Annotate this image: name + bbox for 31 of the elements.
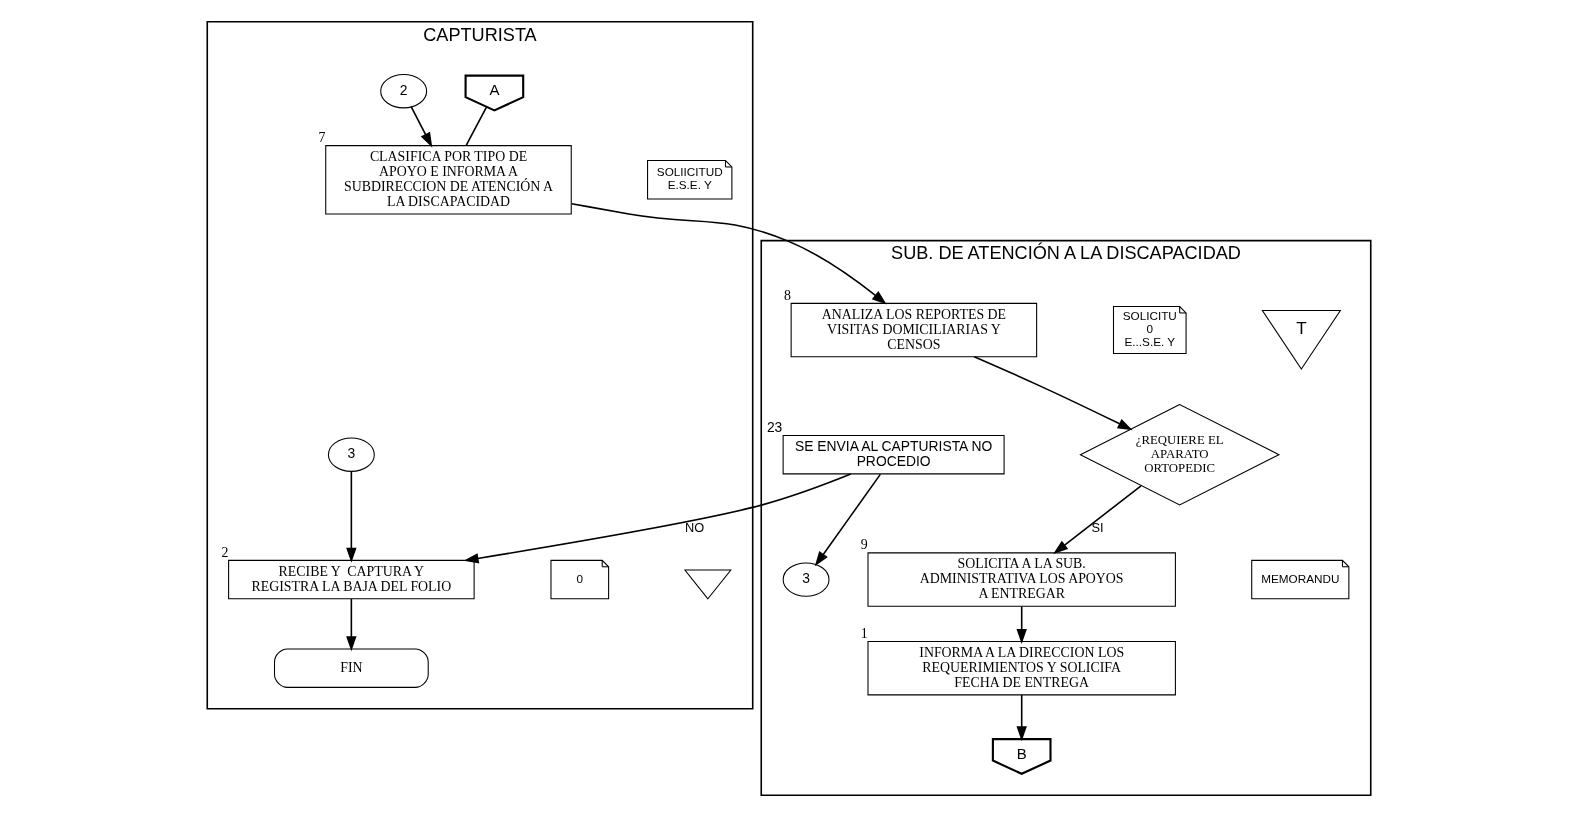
node-box: RECIBE Y CAPTURA Y REGISTRA LA BAJA DEL FOLIO — [228, 559, 475, 599]
arrow — [973, 355, 1133, 430]
arrow — [570, 202, 887, 305]
arrow — [1053, 484, 1142, 554]
node-ellipse: 2 — [380, 73, 428, 108]
node-label: 1 — [860, 625, 868, 641]
node-label: 2 — [221, 544, 229, 560]
node-box: INFORMA A LA DIRECCION LOS REQUERIMIENTOS Y SOLICIFA FECHA DE ENTREGA — [867, 640, 1176, 695]
arrow — [463, 472, 852, 563]
node-triangle — [683, 568, 732, 600]
edge-label: NO — [684, 519, 705, 535]
arrow — [1016, 693, 1027, 741]
node-diamond: ¿REQUIERE EL APARATO ORTOPEDIC — [1079, 403, 1281, 505]
node-label: 9 — [860, 536, 868, 552]
node-box: SE ENVIA AL CAPTURISTA NO PROCEDIO — [782, 434, 1005, 474]
arrow — [346, 597, 357, 651]
node-box: SOLICITA A LA SUB. ADMINISTRATIVA LOS APOYOS A ENTREGAR — [867, 551, 1176, 607]
arrow — [410, 105, 433, 147]
arrow — [346, 470, 357, 563]
node-box: CLASIFICA POR TIPO DE APOYO E INFORMA A SUBDIRECCION DE ATENCIÓN A LA DISCAPACIDAD — [325, 144, 572, 214]
edge-label: SI — [1091, 519, 1104, 535]
node-box: ANALIZA LOS REPORTES DE VISITAS DOMICILIARIAS Y CENSOS — [790, 302, 1038, 357]
node-ellipse: 3 — [782, 561, 830, 597]
arrow — [1016, 605, 1027, 644]
node-box: FIN — [273, 647, 429, 688]
node-ellipse: 3 — [327, 437, 375, 472]
node-label: 8 — [783, 287, 791, 303]
node-label: 23 — [766, 418, 783, 435]
node-label: 7 — [318, 129, 326, 145]
connector — [465, 105, 488, 146]
arrow — [814, 473, 882, 566]
